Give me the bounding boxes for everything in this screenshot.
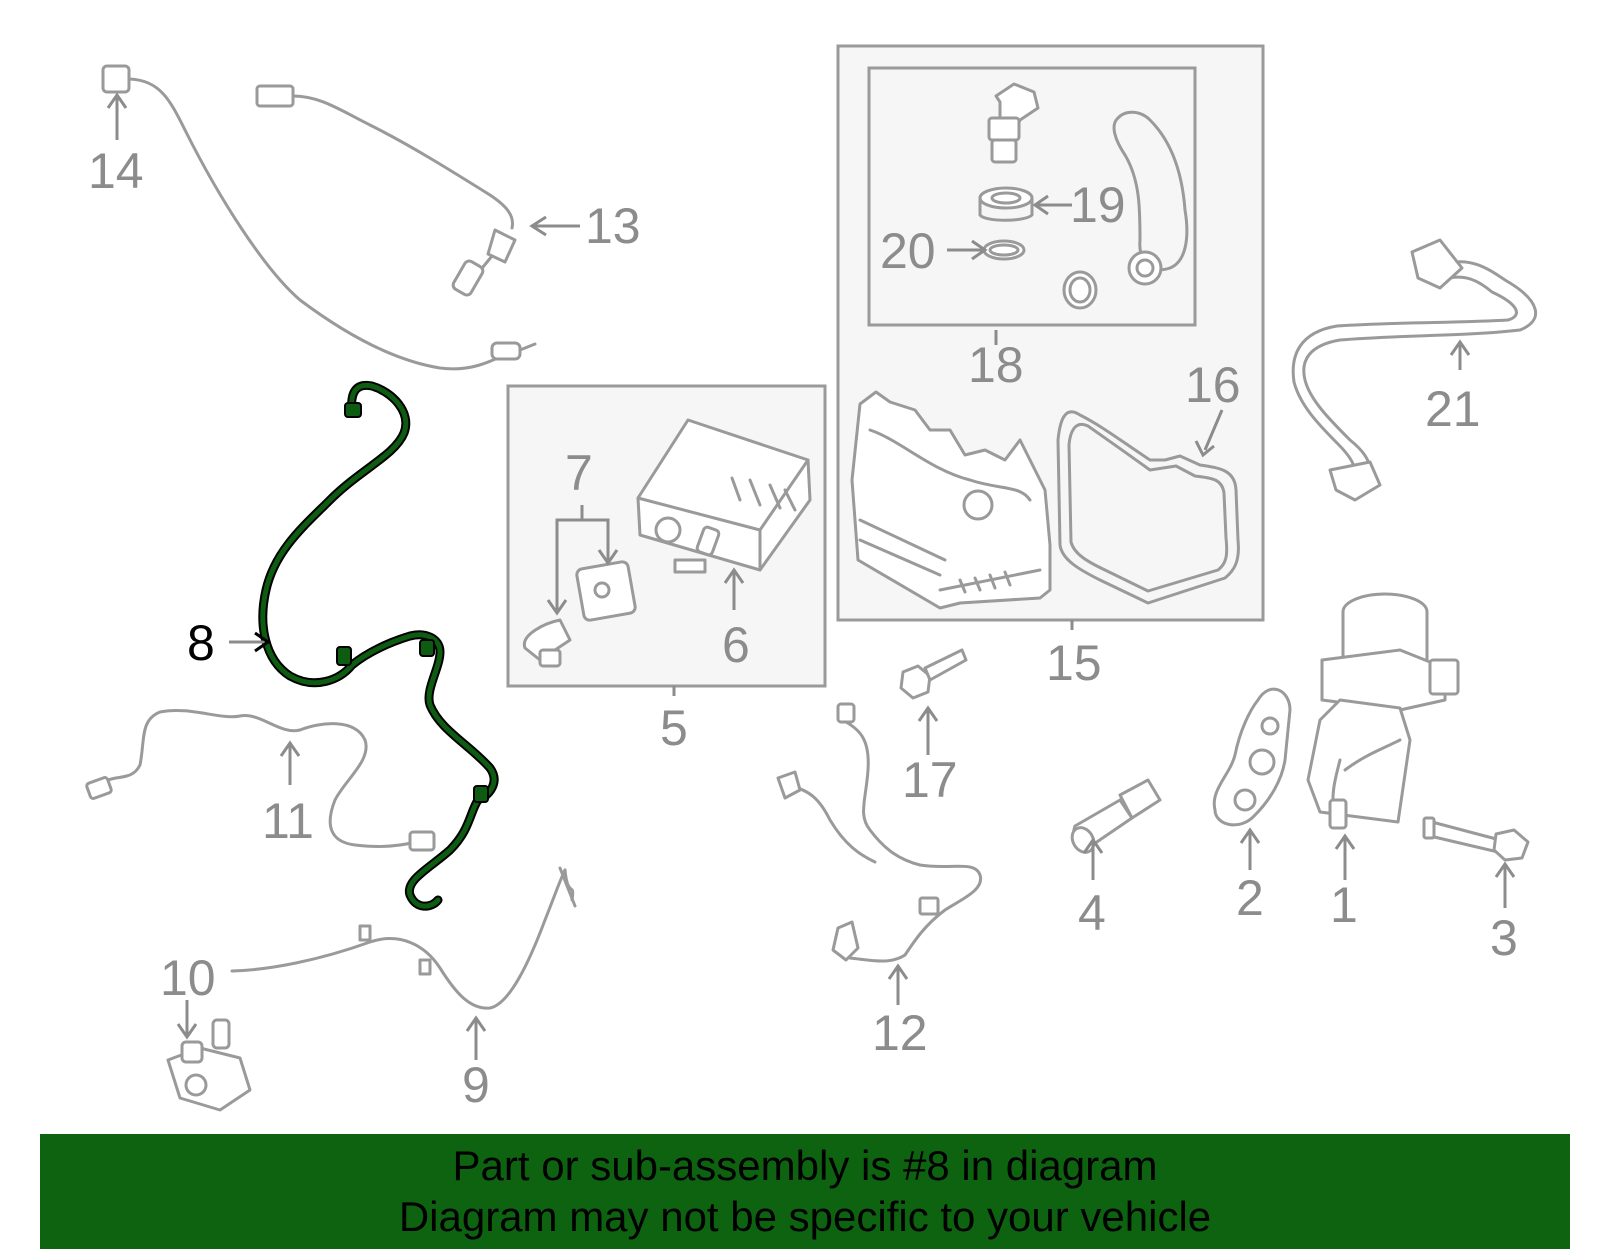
banner-line-2: Diagram may not be specific to your vehi… [398, 1193, 1212, 1240]
part-19-seal[interactable] [978, 186, 1034, 222]
callout-7: 7 [565, 445, 593, 501]
part-15-bracket-assembly[interactable] [850, 390, 1052, 610]
callout-10: 10 [160, 950, 216, 1006]
callout-16: 16 [1185, 357, 1241, 413]
part-13-oxygen-sensor[interactable] [255, 84, 517, 297]
part-1-egr-valve[interactable] [1306, 592, 1460, 830]
info-banner: Part or sub-assembly is #8 in diagram Di… [40, 1134, 1570, 1249]
callout-labels: 14 13 19 20 18 16 21 7 6 15 5 8 11 17 12… [88, 143, 1518, 1113]
part-16-gasket[interactable] [1056, 410, 1240, 605]
callout-17: 17 [902, 752, 958, 808]
callout-8-highlighted: 8 [187, 615, 215, 671]
callout-18: 18 [968, 337, 1024, 393]
part-6-charcoal-canister[interactable] [636, 418, 812, 574]
part-3-bolt[interactable] [1422, 816, 1530, 862]
callout-6: 6 [722, 617, 750, 673]
part-7-purge-valve[interactable] [522, 560, 637, 668]
callout-4: 4 [1078, 885, 1106, 941]
callout-12: 12 [872, 1005, 928, 1061]
part-4-sensor[interactable] [1068, 778, 1162, 856]
callout-21: 21 [1425, 381, 1481, 437]
part-11-wire-harness[interactable] [85, 708, 436, 852]
callout-5: 5 [660, 700, 688, 756]
callout-9: 9 [462, 1057, 490, 1113]
callout-13: 13 [585, 198, 641, 254]
part-21-hose[interactable] [1291, 238, 1538, 502]
part-9-vacuum-tube[interactable] [230, 866, 577, 1010]
part-12-wire-harness[interactable] [776, 702, 983, 963]
callout-2: 2 [1236, 870, 1264, 926]
part-10-vacuum-fitting[interactable] [166, 1018, 252, 1112]
part-2-gasket[interactable] [1212, 687, 1292, 827]
banner-line-1: Part or sub-assembly is #8 in diagram [452, 1142, 1158, 1189]
part-18-valve-and-hose[interactable] [987, 82, 1189, 286]
callout-15: 15 [1046, 635, 1102, 691]
callout-14: 14 [88, 143, 144, 199]
part-8-vacuum-hose-highlighted[interactable] [258, 380, 499, 911]
callout-11: 11 [262, 793, 314, 849]
part-17-bolt[interactable] [899, 648, 968, 700]
callout-arrows [106, 92, 1516, 1060]
callout-1: 1 [1330, 877, 1358, 933]
part-14-sensor-harness[interactable] [101, 64, 537, 371]
callout-19: 19 [1070, 177, 1126, 233]
callout-3: 3 [1490, 910, 1518, 966]
callout-20: 20 [880, 223, 936, 279]
